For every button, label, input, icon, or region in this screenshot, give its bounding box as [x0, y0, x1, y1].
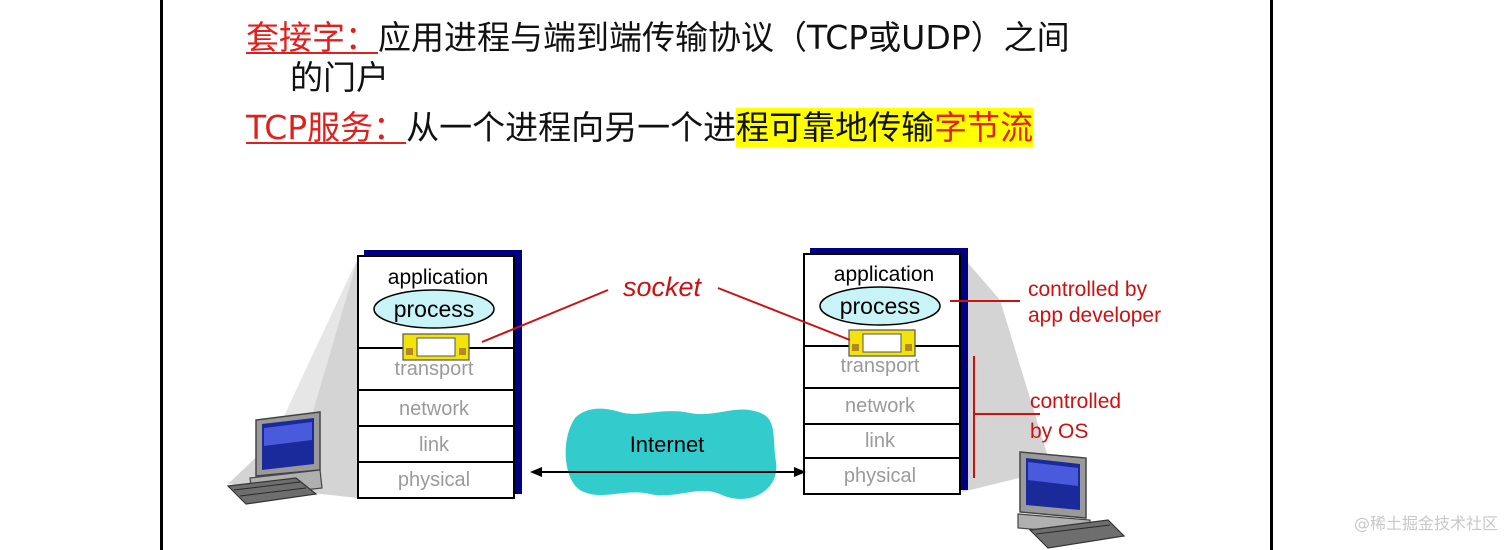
right-layer-transport: transport: [841, 355, 920, 377]
annotation-app-line2: app developer: [1028, 304, 1161, 327]
right-layer-network: network: [845, 395, 916, 417]
tcp-service-highlight: 程可靠地传输字节流: [736, 108, 1034, 147]
socket-term-label: 套接字：: [246, 18, 378, 57]
socket-pointer-right: [717, 287, 851, 341]
annotation-app-line1: controlled by: [1028, 278, 1148, 301]
annotation-os-line2: by OS: [1030, 420, 1088, 443]
tcp-service-label: TCP服务：: [246, 108, 407, 147]
intro-line-2: TCP服务：从一个进程向另一个进程可靠地传输字节流: [246, 108, 1034, 148]
left-computer-icon: [226, 411, 323, 505]
socket-definition: 应用进程与端到端传输协议（TCP或UDP）之间: [378, 18, 1070, 57]
highlight-text-red: 字节流: [934, 108, 1034, 147]
right-socket-icon: [848, 329, 916, 357]
right-host-cone: [962, 256, 1052, 492]
right-computer-icon: [1017, 451, 1126, 549]
left-layer-physical: physical: [398, 469, 470, 491]
internet-label: Internet: [630, 432, 705, 457]
highlight-text-black: 程可靠地传输: [736, 108, 935, 147]
frame-right-border: [1270, 0, 1273, 550]
right-process-oval: [819, 286, 941, 326]
intro-line-1: 套接字：应用进程与端到端传输协议（TCP或UDP）之间: [246, 18, 1070, 58]
internet-cloud: [565, 408, 777, 499]
right-protocol-stack: application process transport network li…: [803, 248, 968, 495]
left-host-cone: [228, 258, 358, 498]
watermark: @稀土掘金技术社区: [1353, 514, 1498, 533]
left-layer-link: link: [419, 434, 450, 456]
socket-definition-cont: 的门户: [290, 58, 389, 97]
left-application-label: application: [388, 266, 488, 289]
left-protocol-stack: application process transport network li…: [357, 250, 522, 499]
left-process-oval: [373, 289, 495, 329]
frame-left-border: [160, 0, 163, 550]
socket-callout-label: socket: [623, 272, 703, 302]
annotation-os-line1: controlled: [1030, 390, 1121, 413]
right-layer-physical: physical: [844, 465, 916, 487]
tcp-service-text: 从一个进程向另一个进: [406, 108, 737, 147]
left-process-label: process: [394, 296, 475, 322]
intro-line-1-continued: 的门户: [290, 58, 389, 98]
right-layer-link: link: [865, 430, 896, 452]
right-process-label: process: [840, 293, 921, 319]
socket-pointer-left: [481, 289, 609, 343]
left-layer-network: network: [399, 398, 470, 420]
left-layer-transport: transport: [395, 358, 474, 380]
right-application-label: application: [834, 263, 934, 286]
left-socket-icon: [402, 333, 470, 361]
